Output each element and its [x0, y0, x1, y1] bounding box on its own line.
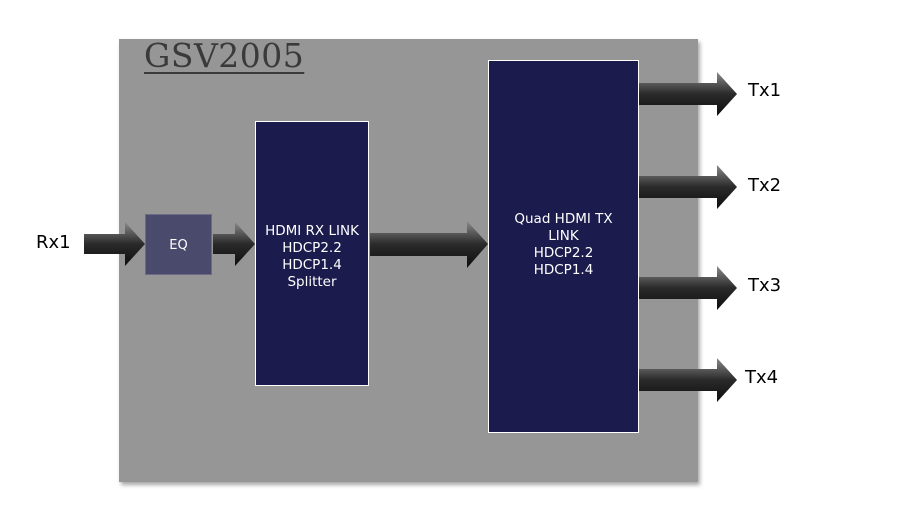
port-label-tx2: Tx2 — [748, 175, 782, 196]
rx-link-line-3: HDCP1.4 — [282, 256, 342, 273]
hdmi-rx-link-block: HDMI RX LINK HDCP2.2 HDCP1.4 Splitter — [255, 121, 369, 386]
port-label-tx3: Tx3 — [748, 275, 782, 296]
port-label-tx4: Tx4 — [745, 367, 779, 388]
chip-title: GSV2005 — [144, 36, 305, 75]
eq-block: EQ — [145, 214, 212, 275]
port-label-rx1: Rx1 — [36, 232, 71, 253]
tx-link-line-4: HDCP1.4 — [533, 261, 594, 278]
tx-link-line-2: LINK — [548, 227, 579, 244]
rx-link-line-2: HDCP2.2 — [282, 239, 342, 256]
rx-link-line-1: HDMI RX LINK — [265, 222, 359, 239]
quad-hdmi-tx-link-block: Quad HDMI TX LINK HDCP2.2 HDCP1.4 — [488, 60, 639, 433]
port-label-tx1: Tx1 — [748, 80, 782, 101]
tx-link-line-3: HDCP2.2 — [533, 244, 594, 261]
tx-link-line-1: Quad HDMI TX — [514, 210, 613, 227]
eq-label: EQ — [169, 238, 188, 253]
rx-link-line-4: Splitter — [287, 273, 337, 290]
